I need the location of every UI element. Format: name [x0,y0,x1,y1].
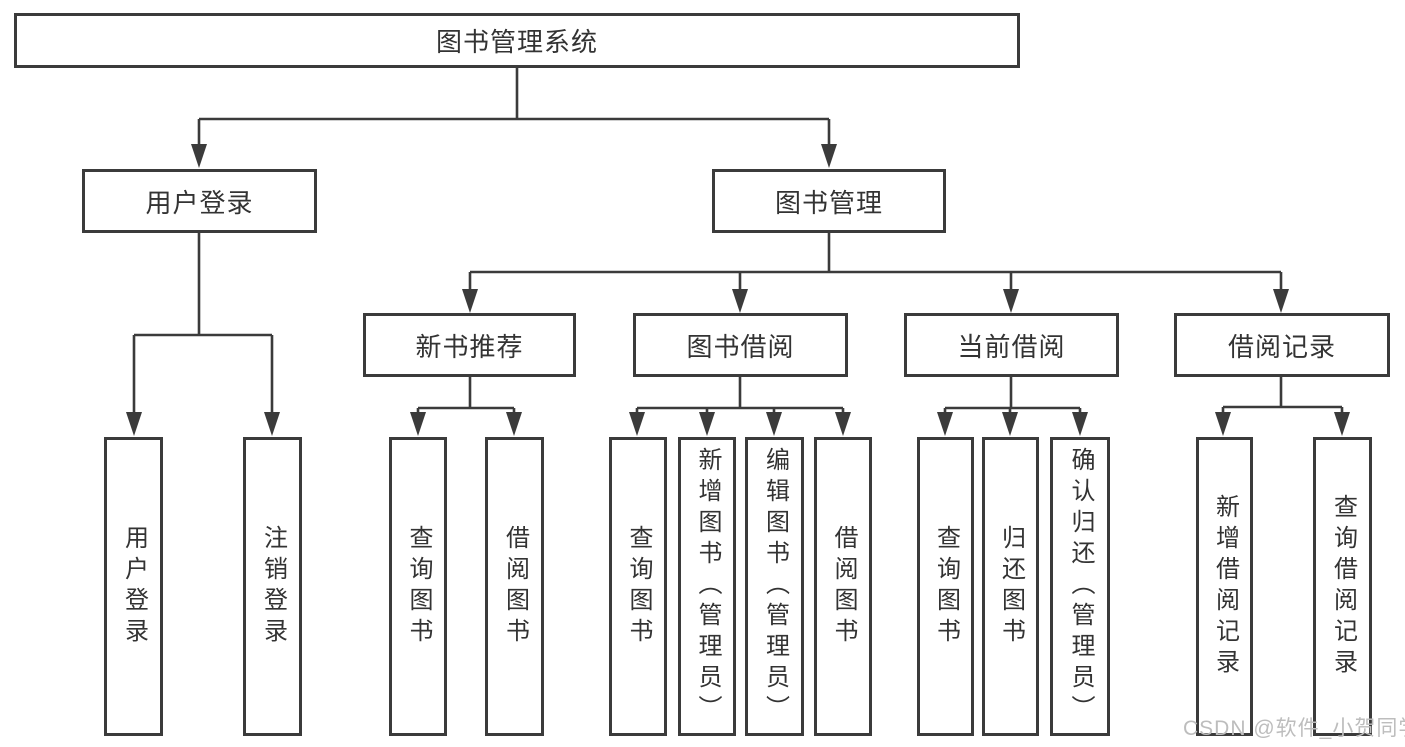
node-root-library-system: 图书管理系统 [14,13,1020,68]
leaf-add-borrow-record: 新增借阅记录 [1196,437,1253,736]
leaf-query-book-borrow: 查询图书 [609,437,667,736]
leaf-query-book-recommend: 查询图书 [389,437,447,736]
leaf-query-book-current: 查询图书 [917,437,974,736]
csdn-watermark: CSDN @软件_小贺同学 [1183,717,1405,740]
leaf-logout: 注销登录 [243,437,302,736]
node-new-book-recommend: 新书推荐 [363,313,576,377]
node-book-management: 图书管理 [712,169,946,233]
leaf-return-book: 归还图书 [982,437,1039,736]
leaf-user-login: 用户登录 [104,437,163,736]
node-book-borrow: 图书借阅 [633,313,848,377]
leaf-borrow-book-recommend: 借阅图书 [485,437,544,736]
node-current-borrow: 当前借阅 [904,313,1119,377]
leaf-query-borrow-record: 查询借阅记录 [1313,437,1372,736]
leaf-confirm-return-admin: 确认归还（管理员） [1050,437,1110,736]
leaf-edit-book-admin: 编辑图书（管理员） [745,437,804,736]
node-user-login: 用户登录 [82,169,317,233]
node-borrow-record: 借阅记录 [1174,313,1390,377]
leaf-borrow-book: 借阅图书 [814,437,872,736]
leaf-add-book-admin: 新增图书（管理员） [678,437,736,736]
